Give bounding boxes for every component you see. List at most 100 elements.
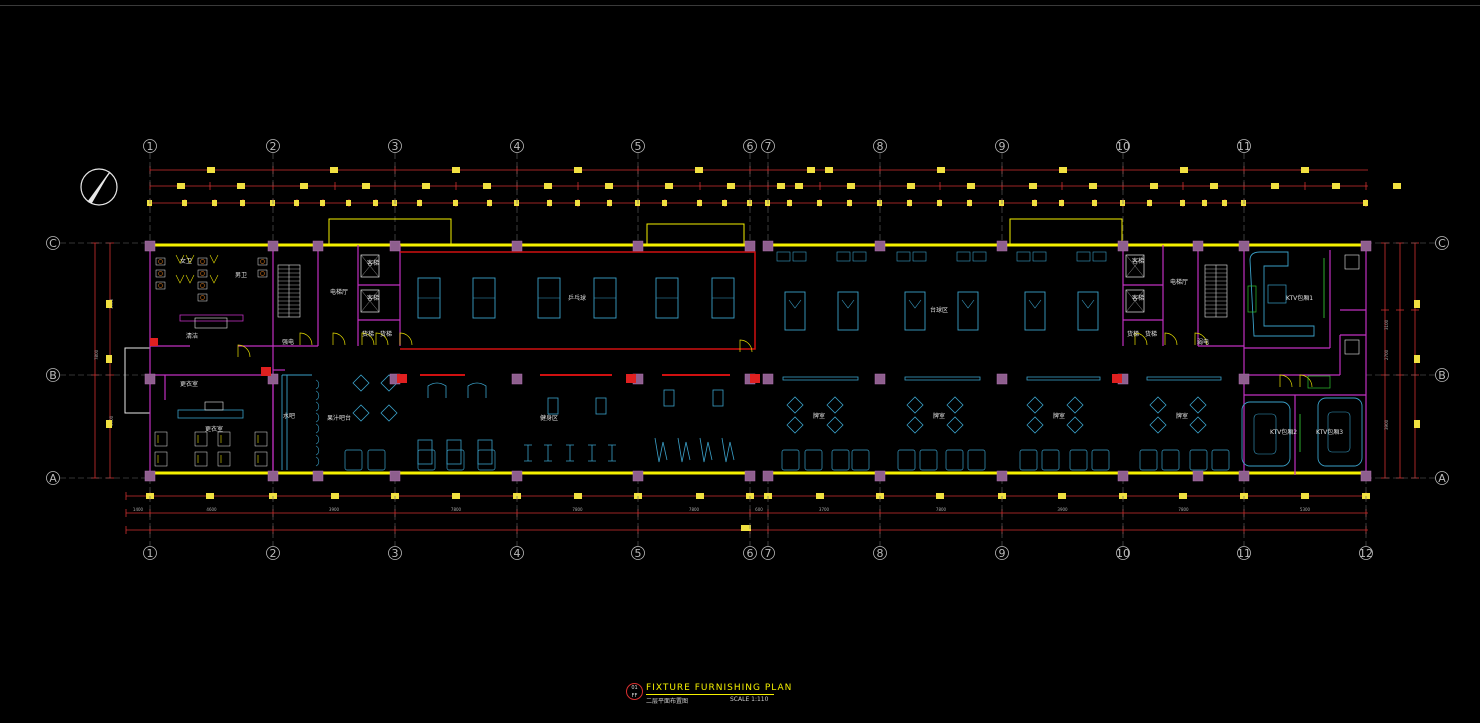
card-table bbox=[1026, 416, 1044, 434]
grid-bubble-right bbox=[1435, 368, 1449, 382]
bar-stool bbox=[315, 390, 320, 401]
spectator-chair bbox=[1092, 251, 1107, 262]
lounge-sofa bbox=[831, 449, 850, 471]
grid-bubble-top bbox=[510, 139, 524, 153]
structural-column bbox=[144, 470, 156, 482]
dim-value-bottom: 4600 bbox=[206, 507, 217, 512]
ktv-sofa bbox=[1241, 401, 1291, 467]
dim-value-box bbox=[206, 493, 214, 499]
grid-label-bottom: 6 bbox=[747, 547, 754, 560]
spectator-chair bbox=[896, 251, 911, 262]
room-label-gym: 健身区 bbox=[540, 414, 558, 422]
dim-value-box bbox=[1147, 200, 1152, 206]
dim-value-box bbox=[817, 200, 822, 206]
dim-value-box bbox=[1301, 167, 1309, 173]
treadmill bbox=[417, 439, 433, 465]
dim-value-box bbox=[765, 200, 770, 206]
exterior-walls bbox=[124, 218, 1366, 475]
glass-screen bbox=[782, 376, 859, 381]
door-swing bbox=[1279, 374, 1293, 388]
dim-value-box bbox=[207, 167, 215, 173]
structural-column bbox=[389, 470, 401, 482]
grid-label-bottom: 1 bbox=[147, 547, 154, 560]
structural-column bbox=[874, 470, 886, 482]
structural-column bbox=[632, 470, 644, 482]
north-arrow-line bbox=[87, 171, 111, 203]
structural-column bbox=[1360, 240, 1372, 252]
structural-column bbox=[1192, 240, 1204, 252]
bar-stool bbox=[315, 401, 320, 412]
grid-label-bottom: 7 bbox=[765, 547, 772, 560]
lounge-sofa bbox=[804, 449, 823, 471]
grid-bubble-bottom bbox=[510, 546, 524, 560]
shower-stall bbox=[254, 431, 268, 447]
grid-label-right: A bbox=[1438, 472, 1446, 485]
ktv-wc bbox=[1344, 254, 1360, 270]
dim-value-box bbox=[1271, 183, 1279, 189]
grid-label-left: C bbox=[49, 237, 57, 250]
glass-screen bbox=[904, 376, 981, 381]
dim-value-box bbox=[422, 183, 430, 189]
grid-bubble-bottom bbox=[761, 546, 775, 560]
structural-column bbox=[1192, 470, 1204, 482]
toilet-fixture bbox=[155, 269, 166, 278]
structural-column bbox=[511, 373, 523, 385]
structural-column bbox=[144, 373, 156, 385]
ktv-wc bbox=[1344, 339, 1360, 355]
bar-stool bbox=[315, 423, 320, 434]
grid-label-top: 10 bbox=[1116, 140, 1130, 153]
fire-hydrant bbox=[150, 338, 158, 346]
dim-value-box bbox=[574, 493, 582, 499]
room-label-cards-2: 牌室 bbox=[933, 412, 945, 420]
dim-value-box bbox=[696, 493, 704, 499]
structural-column bbox=[1360, 470, 1372, 482]
structural-column bbox=[874, 240, 886, 252]
grid-bubble-top bbox=[743, 139, 757, 153]
grid-bubble-top bbox=[388, 139, 402, 153]
room-label-stair-2: 弱电 bbox=[1197, 338, 1209, 346]
fire-hydrant bbox=[397, 374, 407, 383]
structural-column bbox=[312, 240, 324, 252]
grid-label-top: 11 bbox=[1237, 140, 1251, 153]
door-swing bbox=[1134, 332, 1148, 346]
drawing-title: FIXTURE FURNISHING PLAN bbox=[646, 683, 793, 693]
grid-label-top: 1 bbox=[147, 140, 154, 153]
ktv-screen bbox=[1247, 285, 1257, 313]
toilet-fixture bbox=[155, 281, 166, 290]
structural-column bbox=[874, 373, 886, 385]
dim-value-box bbox=[807, 167, 815, 173]
dim-value-box bbox=[1150, 183, 1158, 189]
bar-stool bbox=[315, 379, 320, 390]
grid-bubble-right bbox=[1435, 236, 1449, 250]
card-table bbox=[1149, 396, 1167, 414]
room-labels: 女卫男卫清洁更衣室更衣室电梯厅电梯厅客梯客梯客梯客梯货梯货梯货梯货梯乒乓球台球区… bbox=[180, 257, 1343, 436]
room-label-freight-2: 货梯 bbox=[380, 330, 392, 338]
grid-bubble-bottom bbox=[388, 546, 402, 560]
grid-label-top: 5 bbox=[635, 140, 642, 153]
dim-value-box bbox=[177, 183, 185, 189]
dim-value-box bbox=[1210, 183, 1218, 189]
shower-stall bbox=[194, 431, 208, 447]
dim-value-box bbox=[607, 200, 612, 206]
grid-label-top: 6 bbox=[747, 140, 754, 153]
billiard-table bbox=[1077, 291, 1099, 331]
dim-value-box bbox=[483, 183, 491, 189]
sink-unit bbox=[194, 317, 228, 329]
room-label-pingpong: 乒乓球 bbox=[568, 294, 586, 302]
structural-column bbox=[1117, 470, 1129, 482]
exercise-machine bbox=[712, 389, 724, 407]
structural-column bbox=[996, 373, 1008, 385]
dim-value-box bbox=[453, 200, 458, 206]
dim-value-box bbox=[106, 355, 112, 363]
furniture-layout bbox=[154, 251, 1363, 471]
lounge-sofa bbox=[344, 449, 363, 471]
room-label-cards-3: 牌室 bbox=[1053, 412, 1065, 420]
elliptical-trainer bbox=[677, 437, 691, 463]
billiard-table bbox=[904, 291, 926, 331]
grid-bubble-top bbox=[873, 139, 887, 153]
structural-column bbox=[1238, 240, 1250, 252]
grid-label-top: 2 bbox=[270, 140, 277, 153]
toilet-fixture bbox=[257, 257, 268, 266]
dim-value-box bbox=[937, 167, 945, 173]
